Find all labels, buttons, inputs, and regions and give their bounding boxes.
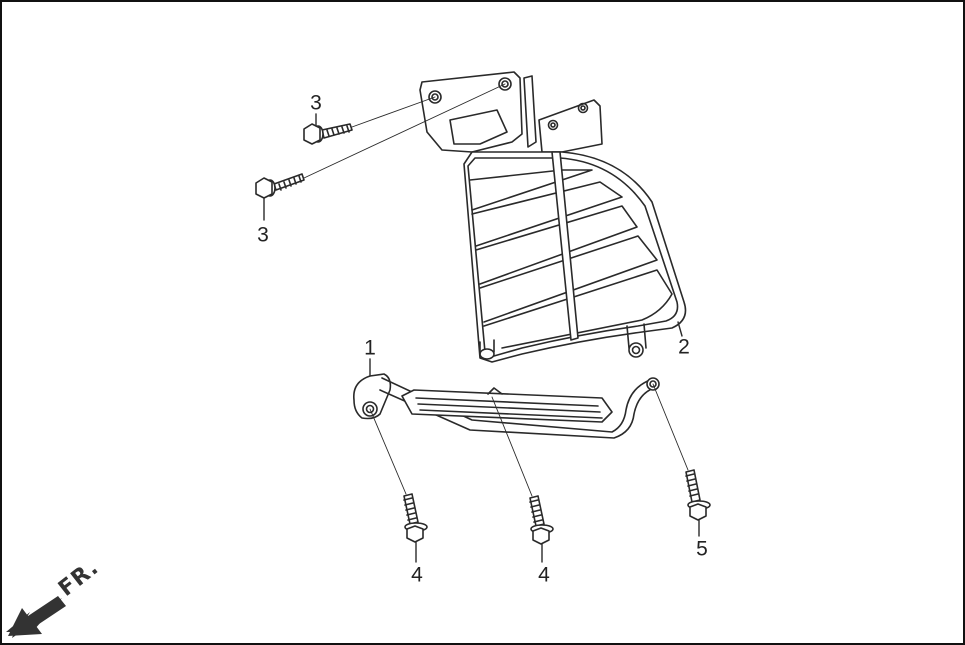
arrow-down-left-icon bbox=[6, 596, 66, 638]
callout-4-left: 4 bbox=[411, 563, 423, 587]
assembly-lines bbox=[303, 83, 689, 497]
bolt-3-lower bbox=[255, 173, 305, 199]
callout-1: 1 bbox=[364, 336, 376, 360]
callout-3-upper: 3 bbox=[310, 91, 322, 115]
bolt-5-right bbox=[685, 469, 711, 521]
bracket-rail-assembly bbox=[353, 373, 660, 439]
leader-lines bbox=[263, 113, 700, 563]
bolt-4-middle bbox=[529, 495, 554, 545]
callout-3-lower: 3 bbox=[257, 223, 269, 247]
callout-5: 5 bbox=[696, 537, 708, 561]
bolt-3-upper bbox=[303, 123, 353, 145]
floor-guard-frame bbox=[419, 71, 687, 363]
callout-2: 2 bbox=[678, 335, 690, 359]
bolt-4-left bbox=[403, 493, 428, 543]
callout-4-middle: 4 bbox=[538, 563, 550, 587]
